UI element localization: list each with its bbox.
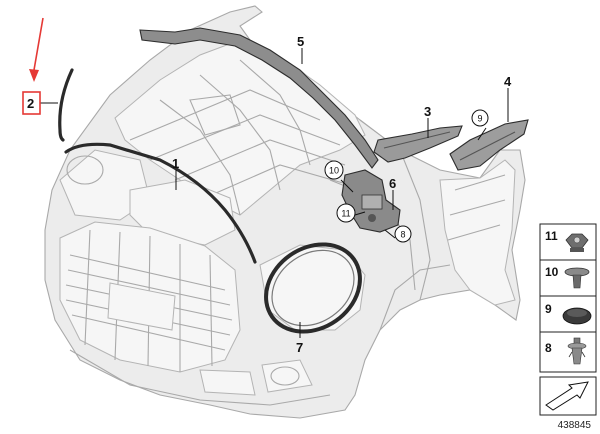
callout-10-circled[interactable]: 10 xyxy=(324,160,344,180)
callout-7[interactable]: 7 xyxy=(296,340,303,355)
highlight-marker xyxy=(22,17,44,115)
forward-arrow-icon xyxy=(545,381,589,411)
part-3-bracket[interactable] xyxy=(373,125,463,163)
callout-3[interactable]: 3 xyxy=(424,104,431,119)
callout-8-circled[interactable]: 8 xyxy=(394,225,412,243)
callout-11: 11 xyxy=(341,209,350,219)
leader-lines xyxy=(40,48,509,338)
callout-11-circled[interactable]: 11 xyxy=(336,203,356,223)
callout-2[interactable]: 2 xyxy=(27,96,34,111)
push-in-clip-icon xyxy=(567,337,587,365)
hex-nut-icon xyxy=(565,233,589,252)
part-5-upper-seal[interactable] xyxy=(139,27,379,169)
diagram-id: 438845 xyxy=(558,420,592,431)
part-7-headlamp-seal[interactable] xyxy=(249,227,377,350)
legend-number-10: 10 xyxy=(545,265,559,279)
legend-number-8: 8 xyxy=(545,341,552,355)
legend-number-11: 11 xyxy=(545,229,558,243)
legend-item-9[interactable]: 9 xyxy=(539,295,597,333)
callout-6[interactable]: 6 xyxy=(389,176,396,191)
legend-item-10[interactable]: 10 xyxy=(539,259,597,297)
callout-4[interactable]: 4 xyxy=(504,74,512,89)
legend-footer xyxy=(539,376,597,416)
legend-number-9: 9 xyxy=(545,302,552,316)
callout-10: 10 xyxy=(329,166,339,176)
part-2-side-seal[interactable] xyxy=(58,68,74,142)
legend-item-11[interactable]: 11 xyxy=(539,223,597,261)
car-front-body xyxy=(44,5,526,419)
rubber-plug-icon xyxy=(562,307,592,325)
plastic-expansion-rivet-icon xyxy=(564,267,590,289)
callout-9-circled[interactable]: 9 xyxy=(471,109,489,127)
callout-8: 8 xyxy=(400,230,405,240)
callout-9: 9 xyxy=(477,114,482,124)
callout-1[interactable]: 1 xyxy=(172,156,179,171)
fastener-legend: 11 10 9 8 xyxy=(539,223,597,431)
callout-5[interactable]: 5 xyxy=(297,34,304,49)
part-1-hood-front-seal[interactable] xyxy=(64,142,257,264)
legend-item-8[interactable]: 8 xyxy=(539,331,597,373)
part-2-highlight-box xyxy=(22,91,41,115)
